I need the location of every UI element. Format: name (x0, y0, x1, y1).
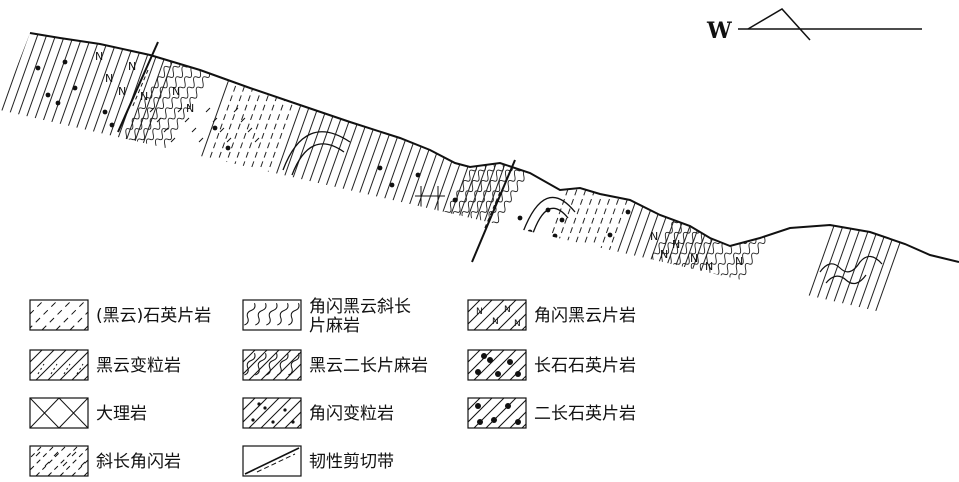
fold-structure-3-inner (825, 274, 867, 285)
svg-text:N: N (735, 255, 743, 268)
legend-label: (黑云)石英片岩 (96, 306, 211, 326)
svg-text:N: N (95, 50, 103, 63)
legend-swatch-biotite-quartz-schist (29, 299, 89, 331)
svg-text:N: N (492, 317, 499, 327)
svg-text:N: N (172, 85, 180, 98)
legend-swatch-hornblende-biotite-plagioclase-gneiss (242, 299, 302, 331)
legend-label: 二长石英片岩 (534, 404, 636, 424)
legend-swatch-biotite-two-feldspar-gneiss (242, 349, 302, 381)
shear-zone-1 (117, 41, 159, 133)
legend-swatch-feldspar-quartz-schist (467, 349, 527, 381)
compass-triangle (747, 8, 811, 41)
legend-label: 大理岩 (96, 404, 147, 424)
svg-text:N: N (476, 307, 483, 317)
svg-text:N: N (705, 260, 713, 273)
legend-swatch-ductile-shear-zone (242, 445, 302, 477)
legend-swatch-plagioclase-amphibolite (29, 445, 89, 477)
legend-item-ductile-shear-zone: 韧性剪切带 (242, 445, 394, 477)
svg-text:N: N (105, 72, 113, 85)
legend-label-line2: 片麻岩 (309, 316, 360, 336)
svg-text:N: N (118, 85, 126, 98)
svg-text:N: N (690, 252, 698, 265)
legend-swatch-hornblende-leptynite (242, 397, 302, 429)
legend-item-biotite-two-feldspar-gneiss: 黑云二长片麻岩 (242, 349, 428, 381)
surface-profile (29, 32, 959, 263)
svg-text:N: N (650, 230, 658, 243)
legend-swatch-marble (29, 397, 89, 429)
legend-item-marble: 大理岩 (29, 397, 147, 429)
legend-label-line1: 角闪黑云斜长 (309, 297, 411, 317)
svg-text:N: N (672, 238, 680, 251)
svg-text:N: N (186, 102, 194, 115)
fold-structure-1 (282, 131, 351, 171)
legend-item-biotite-quartz-schist: (黑云)石英片岩 (29, 299, 211, 331)
legend-item-biotite-leptynite: 黑云变粒岩 (29, 349, 181, 381)
shear-zone-2 (471, 159, 516, 263)
legend-swatch-two-feldspar-quartz-schist (467, 397, 527, 429)
legend-label: 韧性剪切带 (309, 452, 394, 472)
svg-text:N: N (140, 90, 148, 103)
legend-item-two-feldspar-quartz-schist: 二长石英片岩 (467, 397, 636, 429)
svg-text:N: N (660, 248, 668, 261)
svg-text:N: N (504, 305, 511, 315)
svg-text:N: N (128, 60, 136, 73)
legend-item-plagioclase-amphibolite: 斜长角闪岩 (29, 445, 181, 477)
legend-label: 长石石英片岩 (534, 356, 636, 376)
fold-structure-3 (819, 255, 883, 273)
legend-label: 角闪黑云片岩 (534, 306, 636, 326)
compass-direction-label: W (706, 18, 732, 44)
legend-item-hornblende-leptynite: 角闪变粒岩 (242, 397, 394, 429)
legend-label: 黑云二长片麻岩 (309, 356, 428, 376)
svg-text:N: N (514, 319, 521, 329)
legend-label: 黑云变粒岩 (96, 356, 181, 376)
shear-zone-2-dash (483, 191, 501, 231)
legend-swatch-biotite-leptynite (29, 349, 89, 381)
compass-indicator: W (706, 8, 922, 44)
legend-label: 斜长角闪岩 (96, 452, 181, 472)
legend-label: 角闪变粒岩 (309, 404, 394, 424)
fold-structure-1-inner (291, 143, 345, 176)
fold-structure-2-inner (531, 207, 569, 237)
legend-item-feldspar-quartz-schist: 长石石英片岩 (467, 349, 636, 381)
fold-structure-2 (522, 196, 576, 233)
